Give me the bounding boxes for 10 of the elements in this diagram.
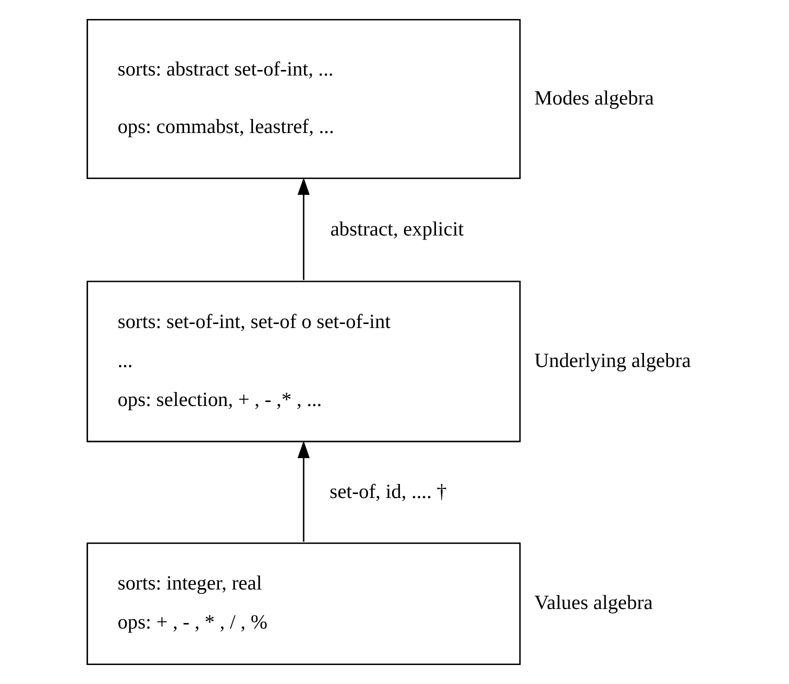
arrow <box>298 440 310 542</box>
edge-label: abstract, explicit <box>330 218 464 241</box>
node-label: Values algebra <box>534 592 653 614</box>
node-box: sorts: abstract set-of-int, ... ops: commabst, leastref, ... <box>86 18 521 180</box>
arrow <box>298 178 310 280</box>
edge-label: set-of, id, .... † <box>330 481 447 504</box>
node-label: Modes algebra <box>534 87 654 110</box>
node-box: sorts: integer, real ops: + , - , * , / , % <box>86 542 521 666</box>
node-box: sorts: set-of-int, set-of o set-of-int ... ops: selection, + , - ,* , ... <box>86 280 521 442</box>
node-label: Underlying algebra <box>534 350 691 372</box>
